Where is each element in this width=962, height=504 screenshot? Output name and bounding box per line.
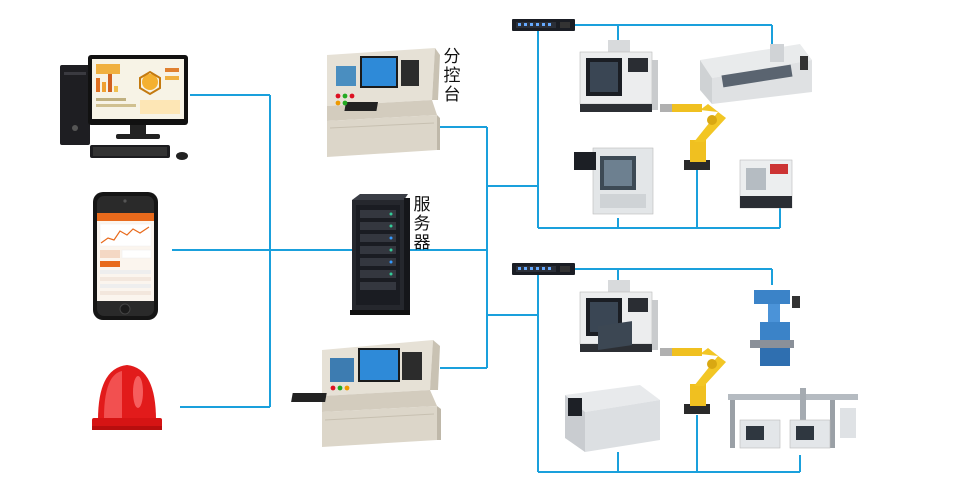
sub-console-label: 分控台 (443, 47, 461, 105)
server-label: 服务器 (413, 195, 431, 253)
robot-arm-top-icon (660, 104, 726, 170)
robot-arm-bottom-icon (660, 348, 726, 414)
machining-center-top-right-icon (739, 159, 793, 209)
laser-cutter-top-icon (700, 44, 812, 104)
server-rack-icon (350, 194, 410, 315)
network-switch-top-icon (512, 19, 575, 31)
network-switch-bottom-icon (512, 263, 575, 275)
desktop-pc-icon (60, 55, 188, 160)
sub-console-bottom-icon (291, 340, 441, 447)
cnc-turning-center-bottom-icon (565, 321, 660, 452)
smartphone-icon (93, 192, 158, 320)
alarm-light-icon (92, 365, 162, 430)
cnc-lathe-top-icon (574, 147, 654, 215)
sub-console-top-icon (327, 48, 440, 157)
gantry-loader-system-bottom-icon (728, 388, 858, 449)
milling-machine-bottom-icon (750, 290, 800, 366)
connection-lines (172, 24, 801, 473)
cnc-machining-center-top-icon (579, 40, 658, 112)
